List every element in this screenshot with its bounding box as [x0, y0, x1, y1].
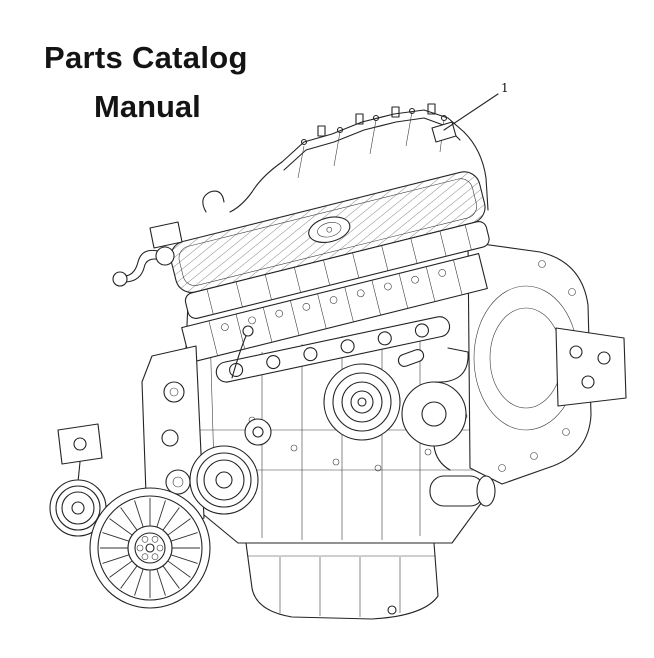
- front-support-bracket: [57, 423, 103, 483]
- cylinder-head: [181, 253, 488, 364]
- exhaust-manifold: [215, 316, 451, 383]
- crank-pulley: [49, 479, 107, 537]
- starter-motor: [429, 475, 496, 507]
- engine-mount-bracket: [555, 327, 627, 407]
- page-title: Parts Catalog Manual: [44, 40, 248, 125]
- turbocharger: [323, 347, 469, 471]
- callout-1-label: 1: [501, 81, 509, 95]
- oil-filler-cap: [308, 216, 351, 243]
- fan-damper-wheel: [89, 487, 211, 609]
- title-line-2: Manual: [94, 89, 201, 124]
- coolant-hoses: [112, 190, 225, 287]
- callout-1: 1: [443, 81, 509, 131]
- flywheel-housing: [429, 241, 627, 507]
- wiring-harness: [229, 103, 489, 213]
- title-line-1: Parts Catalog: [44, 40, 248, 75]
- valve-cover: [170, 171, 490, 319]
- oil-dipstick: [231, 325, 254, 379]
- oil-pan: [245, 542, 439, 620]
- belt-pulleys: [189, 418, 272, 515]
